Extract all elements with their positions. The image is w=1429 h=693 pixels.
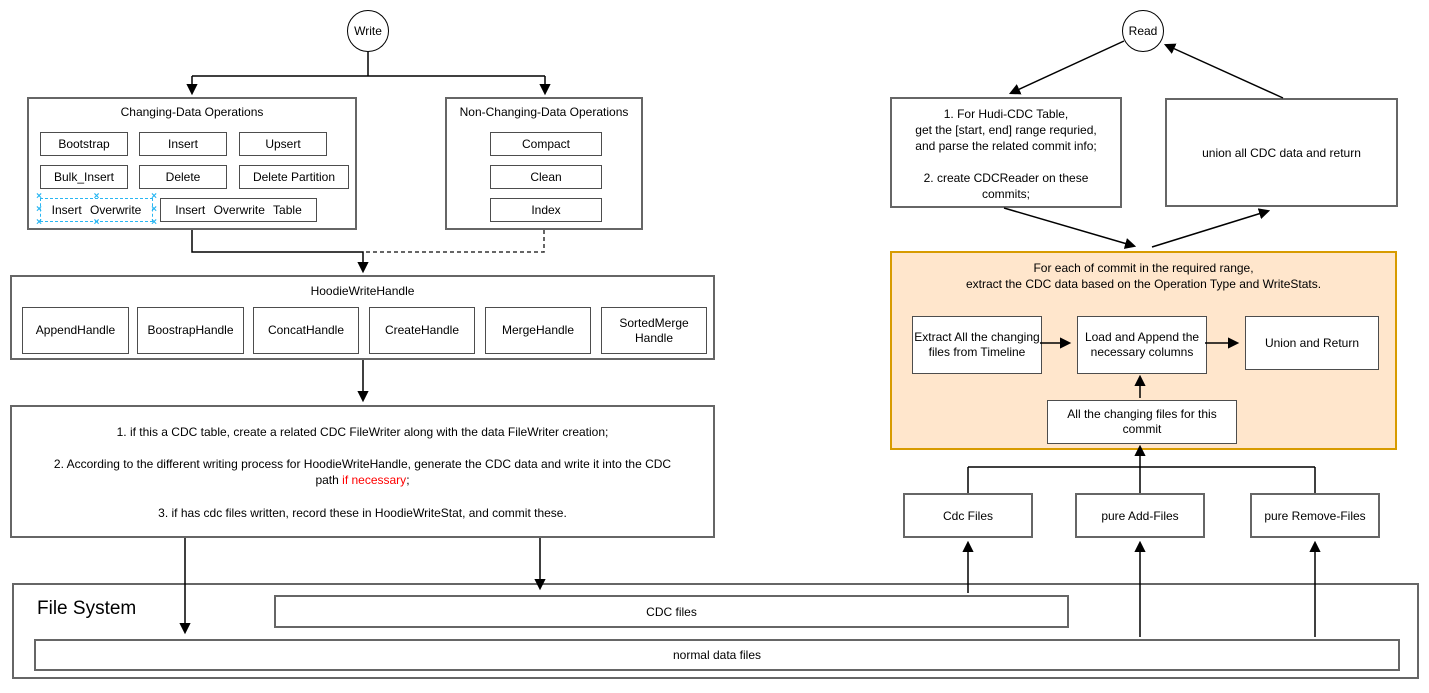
op-compact[interactable]: Compact bbox=[490, 132, 602, 156]
pure-remove-files-node[interactable]: pure Remove-Files bbox=[1250, 493, 1380, 538]
boostrap-handle-label: BoostrapHandle bbox=[147, 323, 234, 337]
union-and-return-label: Union and Return bbox=[1264, 335, 1360, 350]
changing-data-operations-group[interactable]: Changing-Data Operations Bootstrap Inser… bbox=[27, 97, 357, 230]
op-upsert[interactable]: Upsert bbox=[239, 132, 327, 156]
read-node[interactable]: Read bbox=[1122, 10, 1164, 52]
non-changing-data-operations-title: Non-Changing-Data Operations bbox=[459, 105, 629, 119]
read-prepare-line: 2. create CDCReader on these bbox=[923, 171, 1089, 185]
pure-remove-files-label: pure Remove-Files bbox=[1264, 508, 1366, 523]
read-prepare-line: and parse the related commit info; bbox=[915, 139, 1097, 153]
per-commit-title-line1: For each of commit in the required range… bbox=[1033, 261, 1254, 275]
edge-union-to-read bbox=[1163, 43, 1284, 99]
file-system-group[interactable]: File System CDC files normal data files bbox=[12, 583, 1419, 679]
write-step-2-prefix: path bbox=[315, 473, 343, 487]
edge-changing-to-hwh bbox=[191, 230, 369, 274]
concat-handle-label: ConcatHandle bbox=[267, 323, 345, 337]
merge-handle-node[interactable]: MergeHandle bbox=[485, 307, 591, 354]
op-insert-overwrite-table[interactable]: Insert Overwrite Table bbox=[160, 198, 317, 222]
op-bulk-insert[interactable]: Bulk_Insert bbox=[40, 165, 128, 189]
selection-handle[interactable]: × bbox=[151, 217, 157, 228]
op-insert-label: Insert bbox=[167, 137, 198, 151]
op-insert-overwrite-table-label: Insert Overwrite Table bbox=[175, 203, 302, 217]
write-step-2-line2: path if necessary; bbox=[12, 472, 713, 488]
op-insert[interactable]: Insert bbox=[139, 132, 227, 156]
read-prepare-line: 1. For Hudi-CDC Table, bbox=[943, 107, 1069, 121]
hoodie-write-handle-title: HoodieWriteHandle bbox=[310, 284, 415, 298]
op-compact-label: Compact bbox=[521, 137, 571, 151]
normal-data-files-label: normal data files bbox=[672, 648, 762, 662]
op-insert-overwrite-selected[interactable]: Insert Overwrite × × × × × × × × bbox=[36, 192, 157, 228]
cdc-files-label: CDC files bbox=[646, 604, 697, 619]
all-changing-files-node[interactable]: All the changing files for this commit bbox=[1047, 400, 1237, 444]
create-handle-node[interactable]: CreateHandle bbox=[369, 307, 475, 354]
write-node[interactable]: Write bbox=[347, 10, 389, 52]
union-and-return-node[interactable]: Union and Return bbox=[1245, 316, 1379, 370]
load-append-columns-node[interactable]: Load and Append the necessary columns bbox=[1077, 316, 1207, 374]
file-system-label: File System bbox=[37, 598, 137, 619]
read-prepare-line: commits; bbox=[982, 187, 1030, 201]
write-step-2-line1: 2. According to the different writing pr… bbox=[53, 457, 672, 471]
op-insert-overwrite-label: Insert Overwrite bbox=[51, 203, 142, 217]
write-step-1: 1. if this a CDC table, create a related… bbox=[116, 425, 609, 439]
selection-handle[interactable]: × bbox=[93, 191, 100, 202]
pure-add-files-node[interactable]: pure Add-Files bbox=[1075, 493, 1205, 538]
edge-read-to-prepare bbox=[1008, 40, 1125, 95]
hoodie-write-handle-group[interactable]: HoodieWriteHandle AppendHandle BoostrapH… bbox=[10, 275, 715, 360]
non-changing-data-operations-group[interactable]: Non-Changing-Data Operations Compact Cle… bbox=[445, 97, 643, 230]
op-delete-partition[interactable]: Delete Partition bbox=[239, 165, 349, 189]
read-prepare-line bbox=[892, 154, 1120, 170]
write-step-2-suffix: ; bbox=[406, 473, 410, 487]
write-step-2: 2. According to the different writing pr… bbox=[12, 456, 713, 488]
sorted-merge-handle-label: SortedMerge Handle bbox=[619, 315, 689, 345]
selection-handle[interactable]: × bbox=[151, 204, 157, 215]
cdc-files-type-node[interactable]: Cdc Files bbox=[903, 493, 1033, 538]
sorted-merge-handle-node[interactable]: SortedMerge Handle bbox=[601, 307, 707, 354]
read-prepare-line: get the [start, end] range requried, bbox=[915, 123, 1097, 137]
per-commit-title-line2: extract the CDC data based on the Operat… bbox=[965, 277, 1322, 291]
extract-changing-files-label: Extract All the changing files from Time… bbox=[914, 330, 1040, 359]
read-prepare-node[interactable]: 1. For Hudi-CDC Table, get the [start, e… bbox=[890, 97, 1122, 208]
selection-handle[interactable]: × bbox=[36, 191, 42, 202]
op-bootstrap[interactable]: Bootstrap bbox=[40, 132, 128, 156]
op-index-label: Index bbox=[531, 203, 561, 217]
merge-handle-label: MergeHandle bbox=[501, 323, 575, 337]
union-all-cdc-node[interactable]: union all CDC data and return bbox=[1165, 98, 1398, 207]
load-append-columns-label: Load and Append the necessary columns bbox=[1084, 330, 1200, 359]
op-delete[interactable]: Delete bbox=[139, 165, 227, 189]
concat-handle-node[interactable]: ConcatHandle bbox=[253, 307, 359, 354]
per-commit-extract-group[interactable]: For each of commit in the required range… bbox=[890, 251, 1397, 450]
edge-orange-to-union bbox=[1151, 208, 1271, 248]
edge-prepare-to-orange bbox=[1003, 207, 1137, 249]
append-handle-node[interactable]: AppendHandle bbox=[22, 307, 129, 354]
selection-handle[interactable]: × bbox=[151, 191, 157, 202]
read-node-label: Read bbox=[1128, 24, 1158, 38]
cdc-files-node[interactable]: CDC files bbox=[274, 595, 1069, 628]
op-index[interactable]: Index bbox=[490, 198, 602, 222]
op-delete-partition-label: Delete Partition bbox=[252, 170, 336, 184]
extract-changing-files-node[interactable]: Extract All the changing files from Time… bbox=[912, 316, 1042, 374]
selection-handle[interactable]: × bbox=[93, 217, 100, 228]
boostrap-handle-node[interactable]: BoostrapHandle bbox=[137, 307, 244, 354]
changing-data-operations-title: Changing-Data Operations bbox=[120, 105, 264, 119]
write-step-2-highlight: if necessary bbox=[342, 473, 407, 487]
op-bootstrap-label: Bootstrap bbox=[58, 137, 110, 151]
pure-add-files-label: pure Add-Files bbox=[1101, 508, 1179, 523]
write-cdc-steps-node[interactable]: 1. if this a CDC table, create a related… bbox=[10, 405, 715, 538]
op-clean[interactable]: Clean bbox=[490, 165, 602, 189]
edge-nonchanging-to-hwh-dashed bbox=[365, 230, 545, 253]
cdc-files-type-label: Cdc Files bbox=[942, 508, 993, 523]
op-bulk-insert-label: Bulk_Insert bbox=[53, 170, 115, 184]
op-delete-label: Delete bbox=[165, 170, 201, 184]
write-node-label: Write bbox=[354, 24, 382, 38]
selection-handle[interactable]: × bbox=[36, 217, 42, 228]
create-handle-label: CreateHandle bbox=[384, 323, 460, 337]
op-clean-label: Clean bbox=[530, 170, 562, 184]
append-handle-label: AppendHandle bbox=[35, 323, 116, 337]
selection-handle[interactable]: × bbox=[36, 204, 42, 215]
write-step-3: 3. if has cdc files written, record thes… bbox=[158, 506, 567, 520]
op-upsert-label: Upsert bbox=[265, 137, 301, 151]
union-all-cdc-label: union all CDC data and return bbox=[1202, 145, 1361, 160]
all-changing-files-label: All the changing files for this commit bbox=[1067, 407, 1217, 436]
normal-data-files-node[interactable]: normal data files bbox=[34, 639, 1400, 671]
